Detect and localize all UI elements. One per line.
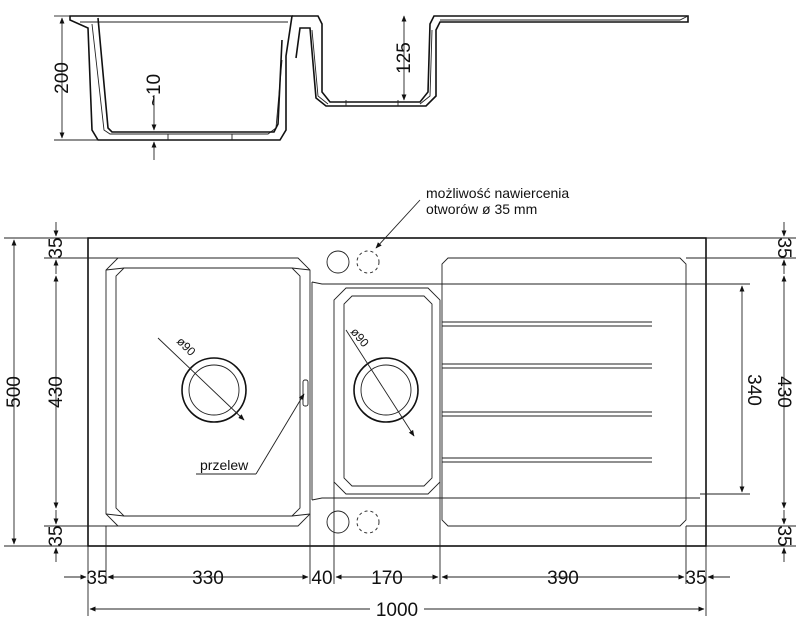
dim-label-bg	[370, 598, 424, 620]
drain-small-dim-line	[345, 329, 415, 437]
overflow-slot	[302, 379, 309, 407]
drain-small-outer	[353, 357, 419, 423]
section-small-bowl-inner	[311, 29, 433, 105]
dim-inner-depth-left: 430	[46, 376, 67, 408]
dim-top-margin-left: 35	[46, 237, 67, 258]
section-divider-rim	[292, 15, 689, 107]
drain-big-inner	[188, 364, 240, 416]
drain-small-label: ø90	[348, 325, 372, 350]
dim-width-small-bowl: 170	[371, 568, 403, 589]
tap-hole-top	[326, 250, 350, 274]
drain-small-inner	[360, 364, 412, 416]
dim-width-left-edge: 35	[86, 568, 107, 589]
tap-hole-bottom-optional	[356, 510, 380, 534]
section-big-bowl-wall	[97, 17, 283, 133]
section-inner-profile-big-bowl	[80, 21, 288, 135]
dim-width-right-edge: 35	[685, 568, 706, 589]
corner-line	[105, 513, 125, 517]
drain-big-label: ø90	[174, 334, 199, 359]
drain-big-dim-line	[157, 337, 245, 421]
dim-bottom-margin-left: 35	[46, 525, 67, 546]
dim-width-total: 1000	[376, 600, 418, 621]
overflow-label: przelew	[200, 457, 249, 473]
dim-inner-depth-right: 430	[773, 376, 794, 408]
drain-big-outer	[181, 357, 247, 423]
drainer-area	[441, 257, 687, 527]
dim-width-drainer: 390	[547, 568, 579, 589]
divider-rim	[311, 281, 700, 501]
overflow-leader	[255, 393, 305, 475]
dim-overall-depth: 500	[4, 376, 25, 408]
big-bowl-inner	[115, 267, 301, 517]
small-bowl-outer	[333, 287, 441, 495]
dim-section-thickness: ~10	[144, 74, 165, 106]
note-line-1: możliwość nawiercenia	[426, 185, 569, 201]
dim-section-height: 200	[52, 62, 73, 94]
big-bowl-outer	[105, 257, 311, 527]
note-leader	[375, 199, 421, 249]
dim-top-margin-right: 35	[773, 237, 794, 258]
note-line-2: otworów ø 35 mm	[426, 201, 537, 217]
corner-line	[291, 267, 311, 271]
corner-line	[105, 267, 125, 271]
section-drainer-line	[440, 15, 689, 21]
plan-view: ø90 ø90 możliwość nawiercenia otworów ø …	[4, 185, 796, 621]
tap-hole-top-optional	[356, 250, 380, 274]
small-bowl-inner	[343, 295, 433, 487]
sink-outline	[87, 237, 707, 547]
dim-bottom-margin-right: 35	[773, 525, 794, 546]
dim-width-divider: 40	[311, 568, 332, 589]
corner-line	[291, 513, 311, 517]
cross-section-view: 200 ~10 125	[52, 15, 689, 160]
section-outer-profile	[69, 15, 293, 141]
dim-width-big-bowl: 330	[192, 568, 224, 589]
dim-small-bowl-depth: 125	[394, 42, 415, 74]
dim-drainer-depth: 340	[743, 374, 764, 406]
tap-hole-bottom	[326, 510, 350, 534]
